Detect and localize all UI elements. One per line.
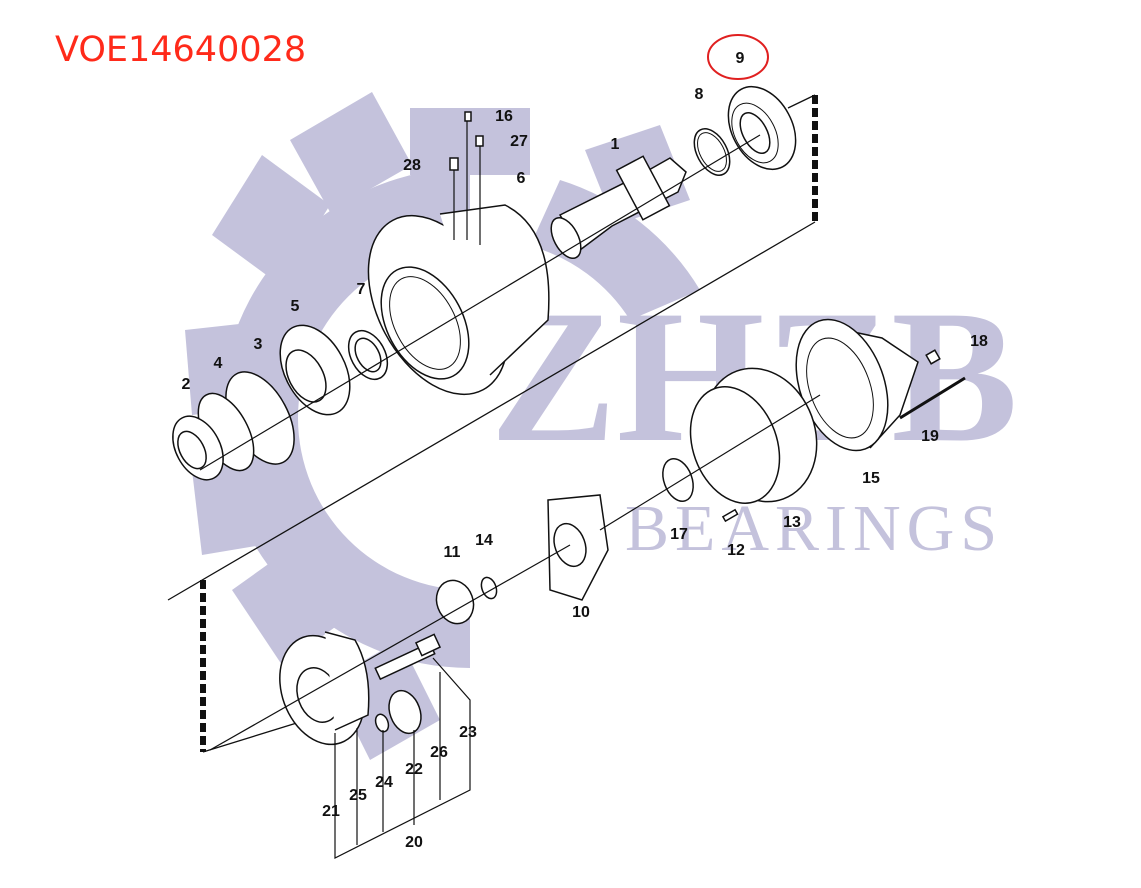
callout-22: 22 bbox=[405, 761, 423, 778]
callout-8: 8 bbox=[694, 86, 704, 103]
callout-20: 20 bbox=[405, 834, 423, 851]
callout-24: 24 bbox=[375, 774, 393, 791]
callout-4: 4 bbox=[213, 355, 223, 372]
callout-10: 10 bbox=[572, 604, 590, 621]
callout-6: 6 bbox=[516, 170, 526, 187]
callout-28: 28 bbox=[403, 157, 421, 174]
callout-1: 1 bbox=[610, 136, 620, 153]
callout-5: 5 bbox=[290, 298, 300, 315]
callout-23: 23 bbox=[459, 724, 477, 741]
callout-18: 18 bbox=[970, 333, 988, 350]
callout-9: 9 bbox=[735, 50, 745, 67]
callout-3: 3 bbox=[253, 336, 263, 353]
right-assembly bbox=[547, 318, 966, 601]
callout-19: 19 bbox=[921, 428, 939, 445]
callout-13: 13 bbox=[783, 514, 801, 531]
lower-assembly bbox=[209, 544, 571, 859]
callout-15: 15 bbox=[862, 470, 880, 487]
callout-25: 25 bbox=[349, 787, 367, 804]
callout-16: 16 bbox=[495, 108, 513, 125]
callout-11: 11 bbox=[443, 544, 461, 561]
upper-assembly bbox=[172, 85, 797, 481]
callout-26: 26 bbox=[430, 744, 448, 761]
part-number-title: VOE14640028 bbox=[55, 30, 307, 70]
watermark-subtitle: BEARINGS bbox=[625, 492, 1003, 565]
callout-14: 14 bbox=[475, 532, 493, 549]
dashed-bracket bbox=[167, 94, 818, 753]
callout-7: 7 bbox=[356, 281, 366, 298]
callout-27: 27 bbox=[510, 133, 528, 150]
callout-2: 2 bbox=[181, 376, 191, 393]
callout-21: 21 bbox=[322, 803, 340, 820]
highlight-circle-part-9 bbox=[707, 34, 769, 80]
callout-12: 12 bbox=[727, 542, 745, 559]
callout-17: 17 bbox=[670, 526, 688, 543]
